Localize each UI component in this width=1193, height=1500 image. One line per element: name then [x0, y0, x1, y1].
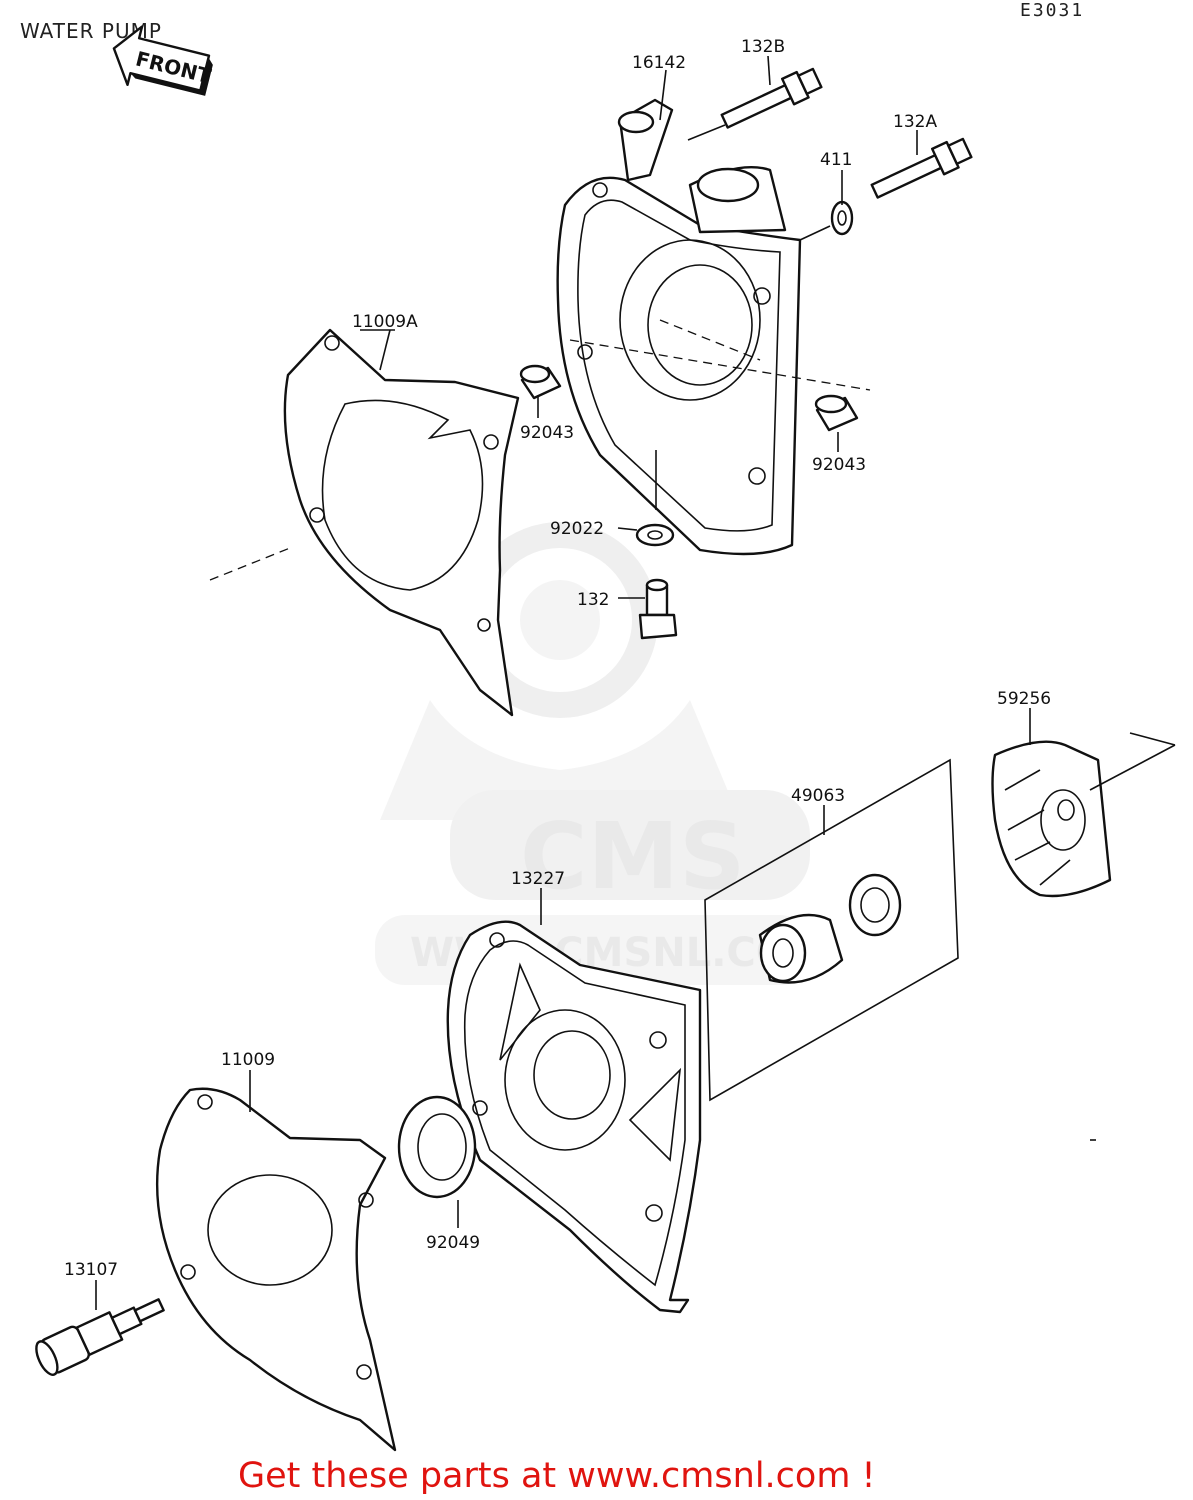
- label-132: 132: [577, 590, 609, 610]
- leader-lines: [95, 55, 1096, 1310]
- label-13227: 13227: [511, 869, 565, 889]
- front-arrow-icon: FRONT: [112, 25, 214, 96]
- label-411: 411: [820, 150, 852, 170]
- label-92043-left: 92043: [520, 423, 574, 443]
- mechanical-seal-49063: [704, 758, 959, 1102]
- dowel-pin-right: [814, 394, 859, 432]
- water-pump-cover: [556, 98, 871, 556]
- label-92043-right: 92043: [812, 455, 866, 475]
- label-11009: 11009: [221, 1050, 275, 1070]
- bolt-132b: [720, 67, 823, 129]
- label-132b: 132B: [741, 37, 785, 57]
- gasket-11009a: [209, 328, 520, 717]
- label-59256: 59256: [997, 689, 1051, 709]
- temp-sender-13107: [35, 1298, 165, 1376]
- oil-seal-92049: [397, 1095, 477, 1199]
- pump-body-13227: [446, 920, 702, 1314]
- washer-411: [830, 200, 854, 236]
- label-92049: 92049: [426, 1233, 480, 1253]
- gasket-11009: [155, 1087, 397, 1452]
- bolt-132a: [870, 137, 973, 199]
- label-92022: 92022: [550, 519, 604, 539]
- label-13107: 13107: [64, 1260, 118, 1280]
- label-11009a: 11009A: [352, 312, 418, 332]
- label-16142: 16142: [632, 53, 686, 73]
- promo-link[interactable]: Get these parts at www.cmsnl.com !: [238, 1456, 876, 1496]
- watermark-brand: CMS: [520, 803, 745, 910]
- label-132a: 132A: [893, 112, 937, 132]
- dowel-pin-left: [519, 364, 562, 400]
- impeller-59256: [991, 732, 1176, 898]
- drain-bolt-132: [638, 578, 678, 640]
- label-49063: 49063: [791, 786, 845, 806]
- drawing-code: E3031: [1020, 0, 1084, 21]
- washer-92022: [635, 523, 675, 547]
